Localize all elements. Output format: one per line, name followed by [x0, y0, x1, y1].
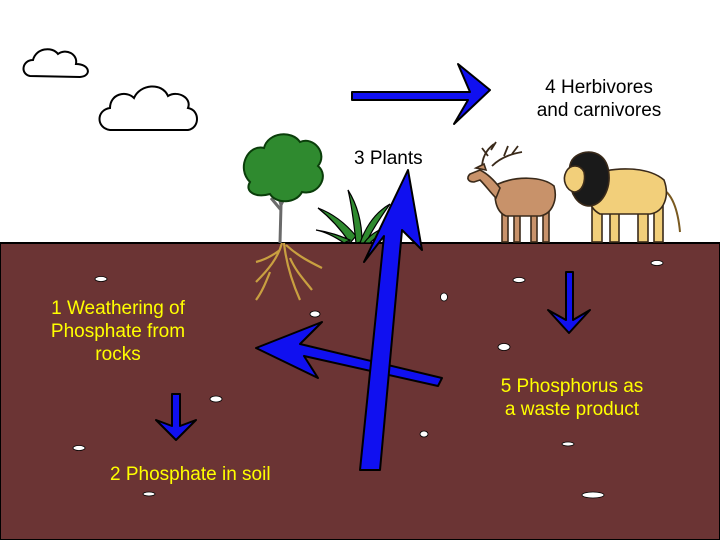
- soil: [0, 242, 720, 540]
- label-phosphate-soil-text: 2 Phosphate in soil: [110, 464, 271, 485]
- tree-icon: [243, 133, 324, 301]
- label-weathering-line2: Phosphate from: [50, 321, 186, 342]
- rock-icon: [72, 445, 86, 451]
- label-animals-line2: and carnivores: [536, 100, 662, 121]
- label-weathering-line1: 1 Weathering of: [51, 298, 185, 319]
- label-waste-line2: a waste product: [504, 399, 640, 420]
- rock-icon: [94, 276, 108, 282]
- label-plants-text: 3 Plants: [354, 148, 423, 169]
- grass-icon: [315, 189, 393, 244]
- arrow-animals-to-waste: [547, 271, 591, 334]
- label-animals: 4 Herbivores and carnivores: [524, 76, 674, 122]
- rock-icon: [581, 491, 605, 499]
- rock-icon: [497, 343, 511, 351]
- label-animals-line1: 4 Herbivores: [545, 77, 653, 98]
- rock-icon: [309, 310, 321, 318]
- label-weathering: 1 Weathering of Phosphate from rocks: [40, 297, 196, 366]
- lion-icon: [563, 151, 681, 243]
- rock-icon: [209, 395, 223, 403]
- rock-icon: [142, 491, 156, 497]
- label-plants: 3 Plants: [354, 147, 423, 170]
- arrow-weathering-to-soil: [155, 393, 197, 441]
- rock-icon: [561, 441, 575, 447]
- arrow-plants-to-animals: [351, 63, 491, 125]
- rock-icon: [419, 430, 429, 438]
- arrow-soil-to-plants: [359, 169, 423, 471]
- label-waste-line1: 5 Phosphorus as: [500, 376, 644, 397]
- label-waste: 5 Phosphorus as a waste product: [484, 375, 660, 421]
- rocks: [72, 260, 664, 499]
- rock-icon: [650, 260, 664, 266]
- cloud-icon: [22, 48, 89, 79]
- label-phosphate-soil: 2 Phosphate in soil: [110, 463, 271, 486]
- label-weathering-line3: rocks: [95, 344, 141, 365]
- arrow-waste-to-weathering: [255, 321, 443, 387]
- rock-icon: [440, 292, 448, 302]
- rock-icon: [512, 277, 526, 283]
- deer-icon: [467, 141, 556, 243]
- flow-arrows: [155, 63, 591, 471]
- cloud-icon: [98, 85, 198, 131]
